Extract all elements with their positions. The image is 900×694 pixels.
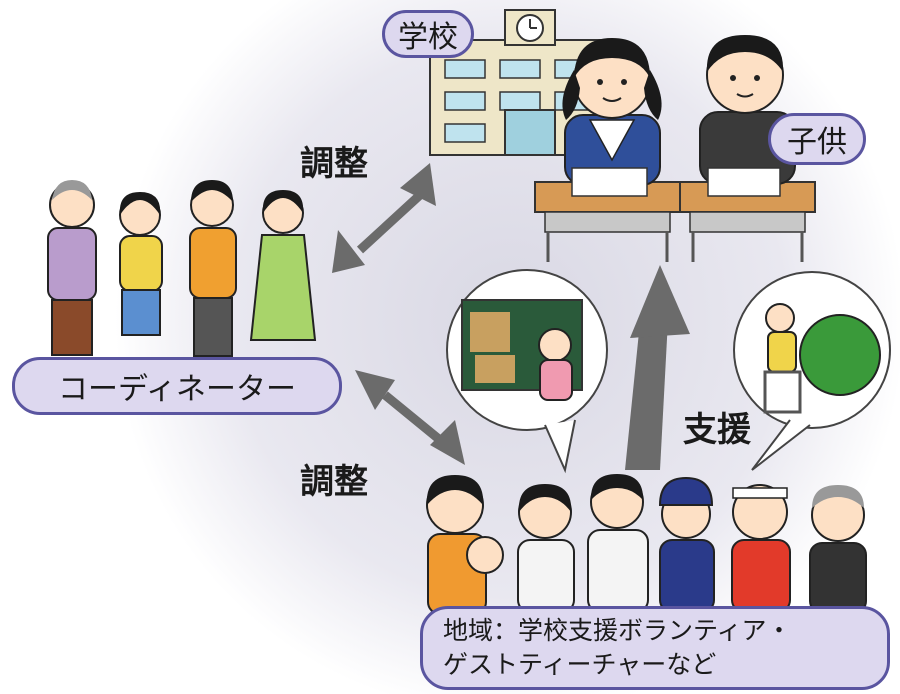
adjust-label-bottom: 調整 [300,462,368,502]
desk-icon [534,181,816,262]
children-label: 子供 [768,113,866,165]
arrow-coordinator-school [332,163,436,273]
community-label-line1: 地域：学校支援ボランティア・ [443,616,792,645]
student-girl-icon [562,38,662,197]
arrow-coordinator-community [355,370,465,465]
community-label-line2: ゲストティーチャーなど [443,650,717,679]
arrow-support [625,265,690,470]
coordinator-label: コーディネーター [12,357,342,415]
gardener-bubble [733,271,891,471]
teacher-blackboard-bubble [446,269,608,474]
community-people-icon [426,474,867,615]
adjust-label-top: 調整 [300,144,368,184]
school-label: 学校 [382,10,474,58]
support-label: 支援 [683,410,751,450]
coordinator-group-icon [47,180,317,357]
community-label: 地域：学校支援ボランティア・ ゲストティーチャーなど [420,606,890,690]
